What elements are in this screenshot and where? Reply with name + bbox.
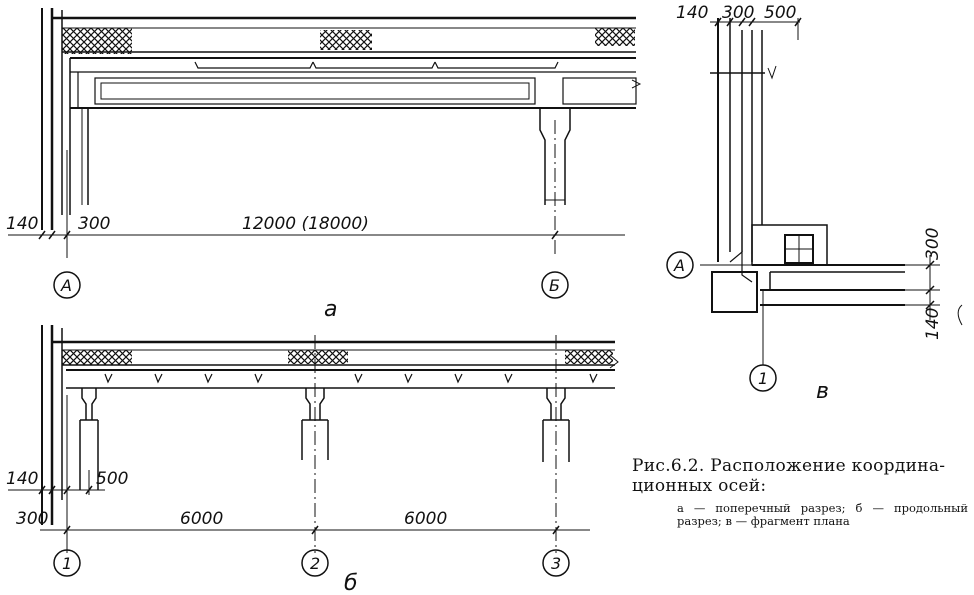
axis-marker-a [53,271,81,299]
dim-c-300: 300 [722,3,754,23]
axis-label-1: 1 [62,554,72,573]
dim-c-right-300: 300 [923,228,943,260]
section-b [8,325,619,553]
section-a [8,8,642,258]
axis-marker-2 [301,549,329,577]
dim-a-300: 300 [78,214,110,234]
axis-marker-3 [542,549,570,577]
plan-c [700,17,963,365]
dim-c-500: 500 [764,3,796,23]
dim-b-span1: 6000 [180,509,223,529]
figure-b-label: б [344,571,358,595]
caption-description: а — поперечный разрез; б — продольный ра… [677,501,968,528]
axis-label-c-1: 1 [758,369,768,388]
figure-c-label: в [816,379,829,404]
axis-label-3: 3 [551,554,561,573]
figure-caption: Рис.6.2. Расположение координа- ционных … [632,456,968,528]
axis-label-a: А [60,276,72,295]
figure-a-label: а [324,297,337,322]
dim-b-140: 140 [6,469,38,489]
dim-b-500: 500 [96,469,128,489]
axis-marker-1 [53,549,81,577]
caption-title-line1: Рис.6.2. Расположение координа- [632,456,946,476]
dim-a-span: 12000 (18000) [242,214,369,234]
dim-b-300: 300 [16,509,48,529]
dim-b-span2: 6000 [404,509,447,529]
axis-marker-b [541,271,569,299]
axis-label-2: 2 [310,554,320,573]
axis-label-c-a: А [673,256,685,275]
dim-c-right-140: 140 [923,308,943,340]
axis-marker-c-1 [749,364,777,392]
axis-label-b: Б [549,276,560,295]
dim-a-140: 140 [6,214,38,234]
caption-title: Рис.6.2. Расположение координа- ционных … [632,456,968,496]
axis-marker-c-a [666,251,694,279]
dim-c-140: 140 [676,3,708,23]
caption-title-line2: ционных осей: [632,476,767,496]
